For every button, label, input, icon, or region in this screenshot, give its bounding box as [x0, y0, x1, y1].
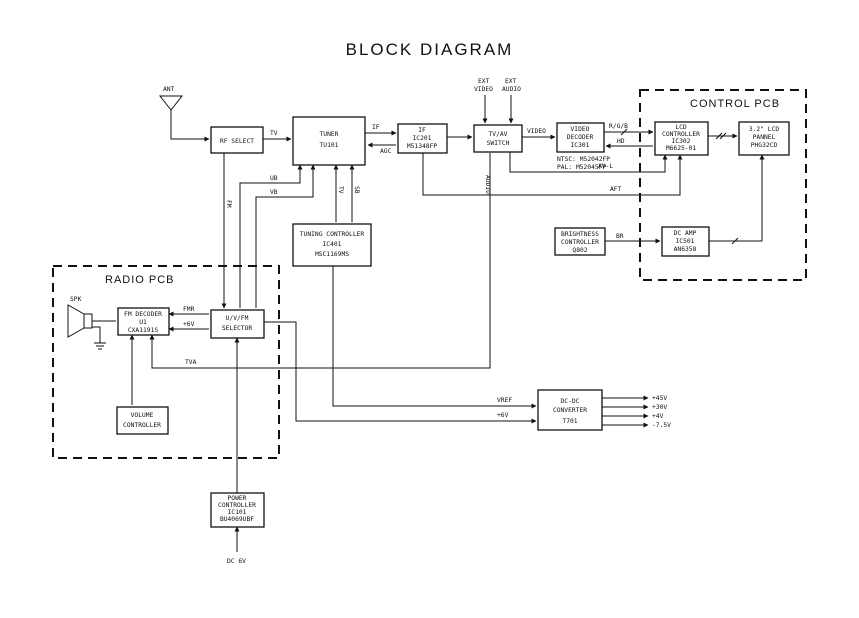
uvfm-selector-block: U/V/FM SELECTOR [210, 309, 265, 339]
power-line-3: IC101 [228, 509, 247, 516]
tuner-line-2: TU101 [320, 142, 339, 149]
lcd-controller-line-3: IC302 [672, 138, 691, 145]
lcd-controller-block: LCD CONTROLLER IC302 M6625-01 [654, 121, 709, 156]
output-30v: +30V [652, 404, 667, 411]
if-line-1: IF [418, 127, 426, 134]
speaker-icon [67, 304, 116, 350]
lcd-controller-line-4: M6625-01 [666, 145, 697, 152]
power-line-1: POWER [228, 495, 247, 502]
lcd-panel-line-1: 3.2" LCD [749, 126, 780, 133]
fm-decoder-line-2: U1 [139, 319, 147, 326]
dc-amp-line-2: IC501 [676, 238, 695, 245]
diagram-title: BLOCK DIAGRAM [345, 40, 514, 59]
brightness-controller-block: BRIGHTNESS CONTROLLER Q802 [554, 227, 606, 256]
brightness-line-1: BRIGHTNESS [561, 231, 599, 238]
fm-decoder-line-1: FM DECODER [124, 311, 162, 318]
video-decoder-block: VIDEO DECODER IC301 [556, 122, 605, 153]
tuning-controller-block: TUNING CONTROLLER IC401 MSC1169MS [292, 223, 372, 267]
fm-decoder-line-3: CXA1191S [128, 327, 159, 334]
dcdc-line-2: CONVERTER [553, 407, 587, 414]
ext-video-label-2: VIDEO [474, 86, 493, 93]
dc-amp-block: DC AMP IC501 AN6358 [661, 226, 710, 257]
spk-label: SPK [70, 296, 82, 303]
if-line-3: M51348FP [407, 143, 438, 150]
output-minus-7-5v: -7.5V [652, 422, 671, 429]
control-pcb-label: CONTROL PCB [690, 98, 780, 110]
br-label: BR [616, 233, 624, 240]
output-4v: +4V [652, 413, 664, 420]
video-decoder-line-1: VIDEO [571, 126, 590, 133]
tuner-block: TUNER TU101 [292, 116, 366, 166]
radio-pcb-label: RADIO PCB [105, 274, 175, 286]
video-label: VIDEO [527, 128, 546, 135]
ext-video-label-1: EXT [478, 78, 490, 85]
power-line-2: CONTROLLER [218, 502, 256, 509]
lcd-controller-line-1: LCD [675, 124, 687, 131]
lcd-panel-line-2: PANNEL [753, 134, 776, 141]
lcd-panel-line-3: PHG32CD [751, 142, 778, 149]
antenna-icon [158, 95, 210, 142]
tuning-controller-line-1: TUNING CONTROLLER [300, 231, 365, 238]
plus6-dcdc-label: +6V [497, 412, 509, 419]
aft-label: AFT [610, 186, 622, 193]
tv-vertical-label: TV [337, 186, 344, 194]
lcd-panel-block: 3.2" LCD PANNEL PHG32CD [738, 121, 790, 156]
dc-amp-line-3: AN6358 [674, 246, 697, 253]
if-block: IF IC201 M51348FP [397, 123, 448, 154]
tvav-line-1: TV/AV [489, 131, 508, 138]
avl-label: AV-L [598, 163, 613, 170]
if-signal-label: IF [372, 124, 380, 131]
rf-select-block: RF SELECT [210, 126, 264, 154]
tuner-line-1: TUNER [320, 131, 339, 138]
control-pcb-region [639, 89, 807, 281]
volume-controller-block: VOLUME CONTROLLER [116, 406, 169, 435]
tv-signal-label: TV [270, 130, 278, 137]
lcd-controller-line-2: CONTROLLER [662, 131, 700, 138]
power-line-4: BU4069UBF [220, 516, 254, 523]
vb-label: VB [270, 189, 278, 196]
tvav-switch-block: TV/AV SWITCH [473, 124, 523, 153]
volume-line-1: VOLUME [131, 412, 154, 419]
pal-label: PAL: M52045FP [557, 164, 606, 171]
ext-audio-label-1: EXT [505, 78, 517, 85]
video-decoder-line-2: DECODER [567, 134, 594, 141]
fm-label: FM [225, 200, 232, 208]
audio-label: AUDIO [484, 175, 491, 194]
selector-line-2: SELECTOR [222, 325, 253, 332]
output-45v: +45V [652, 395, 667, 402]
dcdc-line-3: T701 [562, 418, 577, 425]
brightness-line-3: Q802 [572, 247, 587, 254]
video-decoder-line-3: IC301 [571, 142, 590, 149]
volume-line-2: CONTROLLER [123, 422, 161, 429]
sb-label: SB [353, 186, 360, 194]
radio-pcb-region [52, 265, 280, 459]
plus6-selector-label: +6V [183, 321, 195, 328]
tvav-line-2: SWITCH [487, 140, 510, 147]
dcdc-converter-block: DC-DC CONVERTER T701 [537, 389, 603, 431]
fmr-label: FMR [183, 306, 195, 313]
vref-label: VREF [497, 397, 512, 404]
brightness-line-2: CONTROLLER [561, 239, 599, 246]
rgb-label: R/G/B [609, 123, 628, 130]
hd-label: HD [617, 138, 625, 145]
dcdc-line-1: DC-DC [561, 398, 580, 405]
agc-label: AGC [380, 148, 392, 155]
rf-select-line-1: RF SELECT [220, 138, 254, 145]
ext-audio-label-2: AUDIO [502, 86, 521, 93]
tuning-controller-line-2: IC401 [323, 241, 342, 248]
ntsc-label: NTSC: M52042FP [557, 156, 610, 163]
ub-label: UB [270, 175, 278, 182]
selector-line-1: U/V/FM [226, 315, 249, 322]
power-controller-block: POWER CONTROLLER IC101 BU4069UBF [210, 492, 265, 528]
tuning-controller-line-3: MSC1169MS [315, 251, 349, 258]
dc-amp-line-1: DC AMP [674, 230, 697, 237]
fm-decoder-block: FM DECODER U1 CXA1191S [117, 307, 170, 336]
ant-label: ANT [163, 86, 175, 93]
tva-label: TVA [185, 359, 197, 366]
if-line-2: IC201 [413, 135, 432, 142]
dc6v-label: DC 6V [227, 558, 246, 565]
